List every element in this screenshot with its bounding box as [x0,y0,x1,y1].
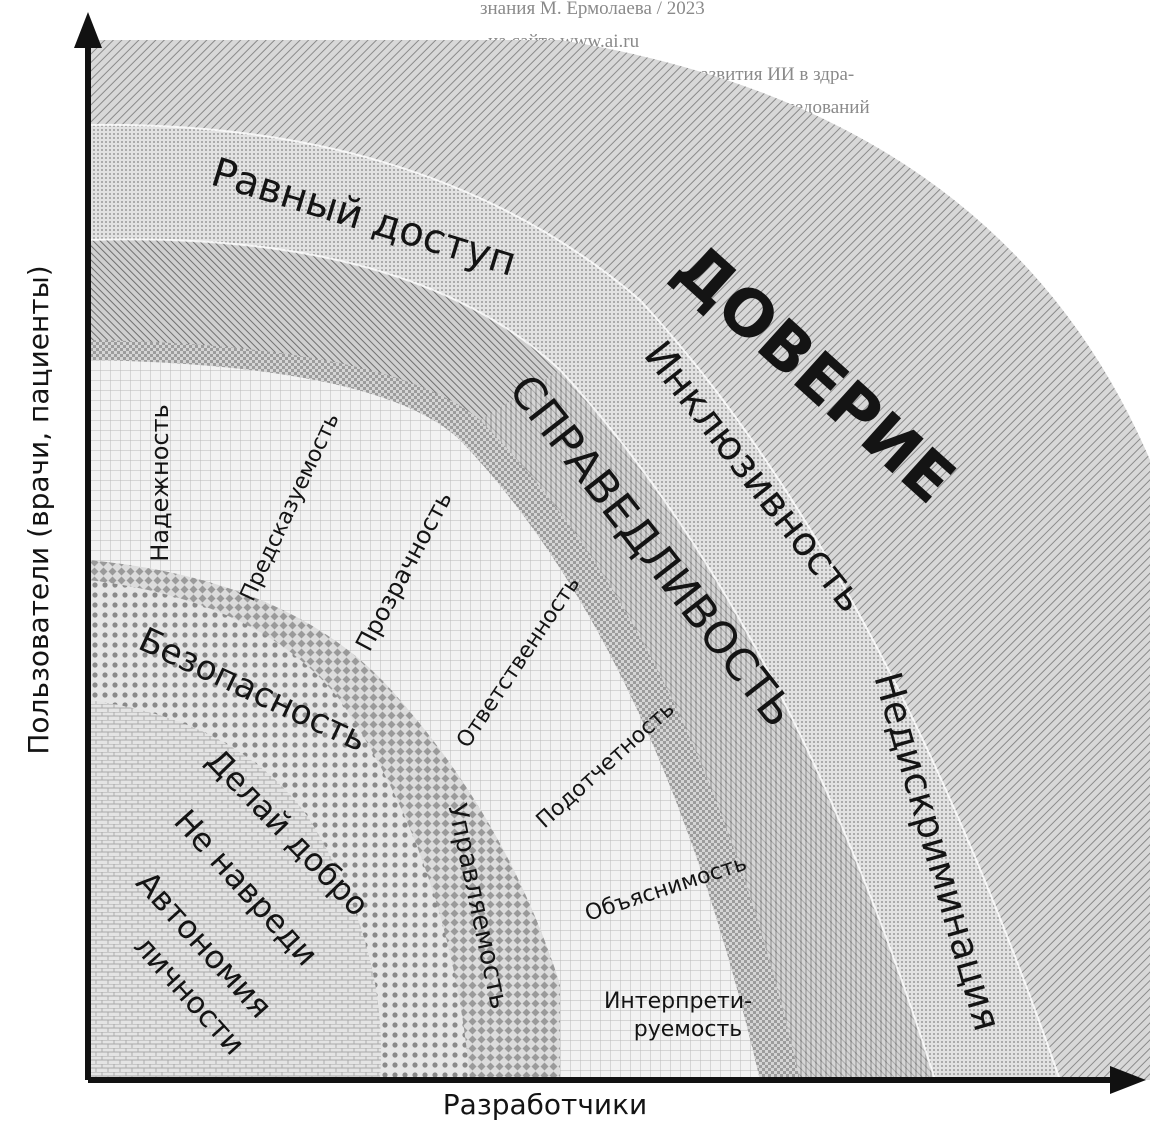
band-inner-edge [88,238,936,1080]
y-axis-arrow [74,12,102,48]
band-nondiscrimination-stripe [480,370,935,1080]
x-axis-arrow [1110,1066,1146,1094]
label-reliability: Надежность [146,404,174,561]
band-outer-edge [88,123,1061,1080]
axes [74,12,1146,1094]
x-axis-label: Разработчики [443,1088,647,1121]
zone-ethics-brick [88,700,382,1080]
y-axis-label: Пользователи (врачи, пациенты) [22,265,55,754]
background-text-line: знания М. Ермолаева / 2023 [480,0,705,19]
label-interpretability-1: Интерпрети- [604,989,752,1014]
bands [88,40,1150,1080]
zone-interpret-grid [560,959,760,1080]
label-interpretability-2: руемость [634,1017,742,1042]
